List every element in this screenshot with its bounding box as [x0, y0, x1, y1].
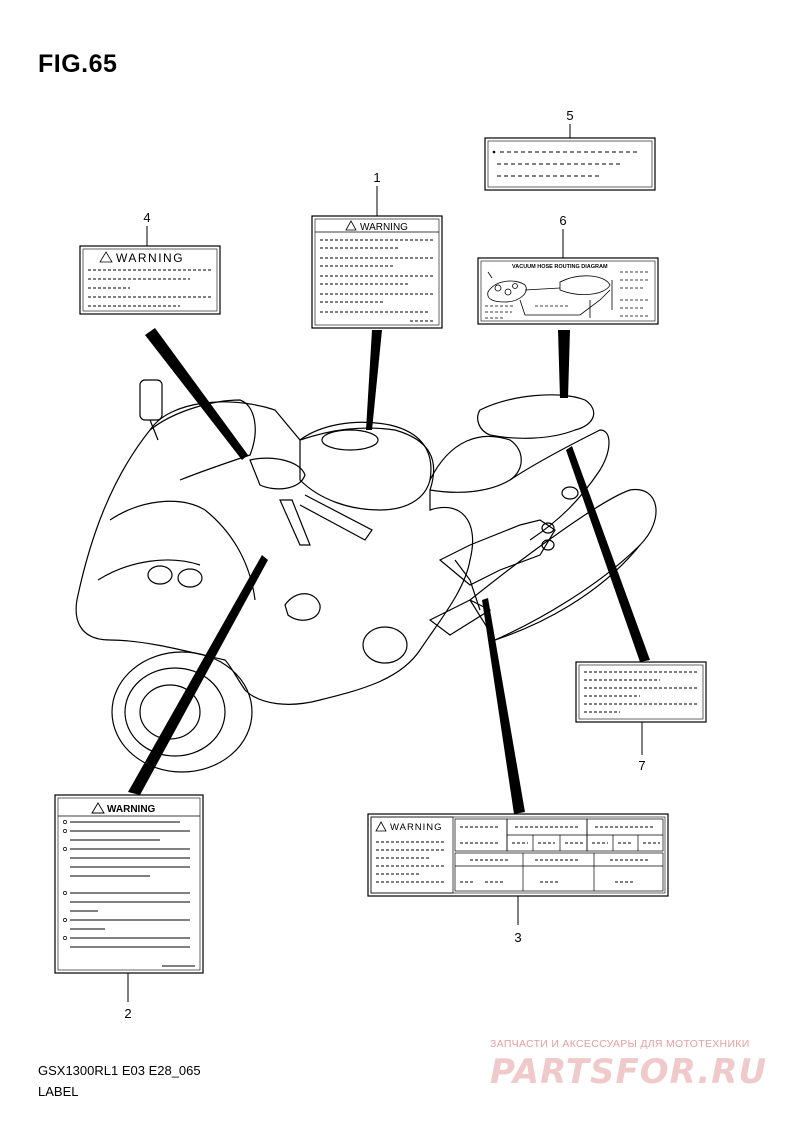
- leader-arrow-2: [128, 555, 268, 795]
- label-2: WARNING 2: [54, 794, 204, 1021]
- label-5: 5: [484, 108, 656, 191]
- watermark-tagline: ЗАПЧАСТИ И АКСЕССУАРЫ ДЛЯ МОТОТЕХНИКИ: [490, 1038, 750, 1050]
- callout-number-4: 4: [143, 210, 150, 225]
- label-6-diagram-title: VACUUM HOSE ROUTING DIAGRAM: [512, 264, 608, 270]
- section-name: LABEL: [38, 1084, 79, 1099]
- label-2-warning-text: WARNING: [107, 804, 156, 815]
- leader-arrow-3: [482, 598, 525, 814]
- leader-arrow-4: [145, 328, 248, 460]
- callout-number-2: 2: [124, 1006, 131, 1021]
- label-4: 4 WARNING: [79, 210, 221, 315]
- label-7: 7: [575, 661, 707, 773]
- motorcycle-outline: [75, 379, 657, 773]
- callout-number-6: 6: [559, 213, 566, 228]
- callout-number-5: 5: [566, 108, 573, 123]
- leader-arrow-1: [366, 330, 382, 430]
- callout-number-7: 7: [638, 758, 645, 773]
- callout-number-1: 1: [373, 170, 380, 185]
- figure-title: FIG.65: [38, 50, 118, 78]
- label-1: 1 WARNING: [311, 170, 443, 329]
- leader-arrows: [128, 328, 650, 814]
- label-3-warning-text: WARNING: [390, 822, 443, 833]
- label-6: 6 VACUUM HOSE ROUTING DIAGRAM: [477, 213, 659, 325]
- callout-number-3: 3: [514, 930, 521, 945]
- watermark-brand: PARTSFOR.RU: [490, 1052, 768, 1092]
- leader-arrow-6: [558, 330, 570, 398]
- label-4-warning-text: WARNING: [116, 251, 184, 265]
- leader-arrow-7: [566, 446, 650, 662]
- label-3: WARNING: [367, 813, 669, 945]
- model-code: GSX1300RL1 E03 E28_065: [38, 1063, 201, 1078]
- label-1-warning-text: WARNING: [360, 222, 408, 233]
